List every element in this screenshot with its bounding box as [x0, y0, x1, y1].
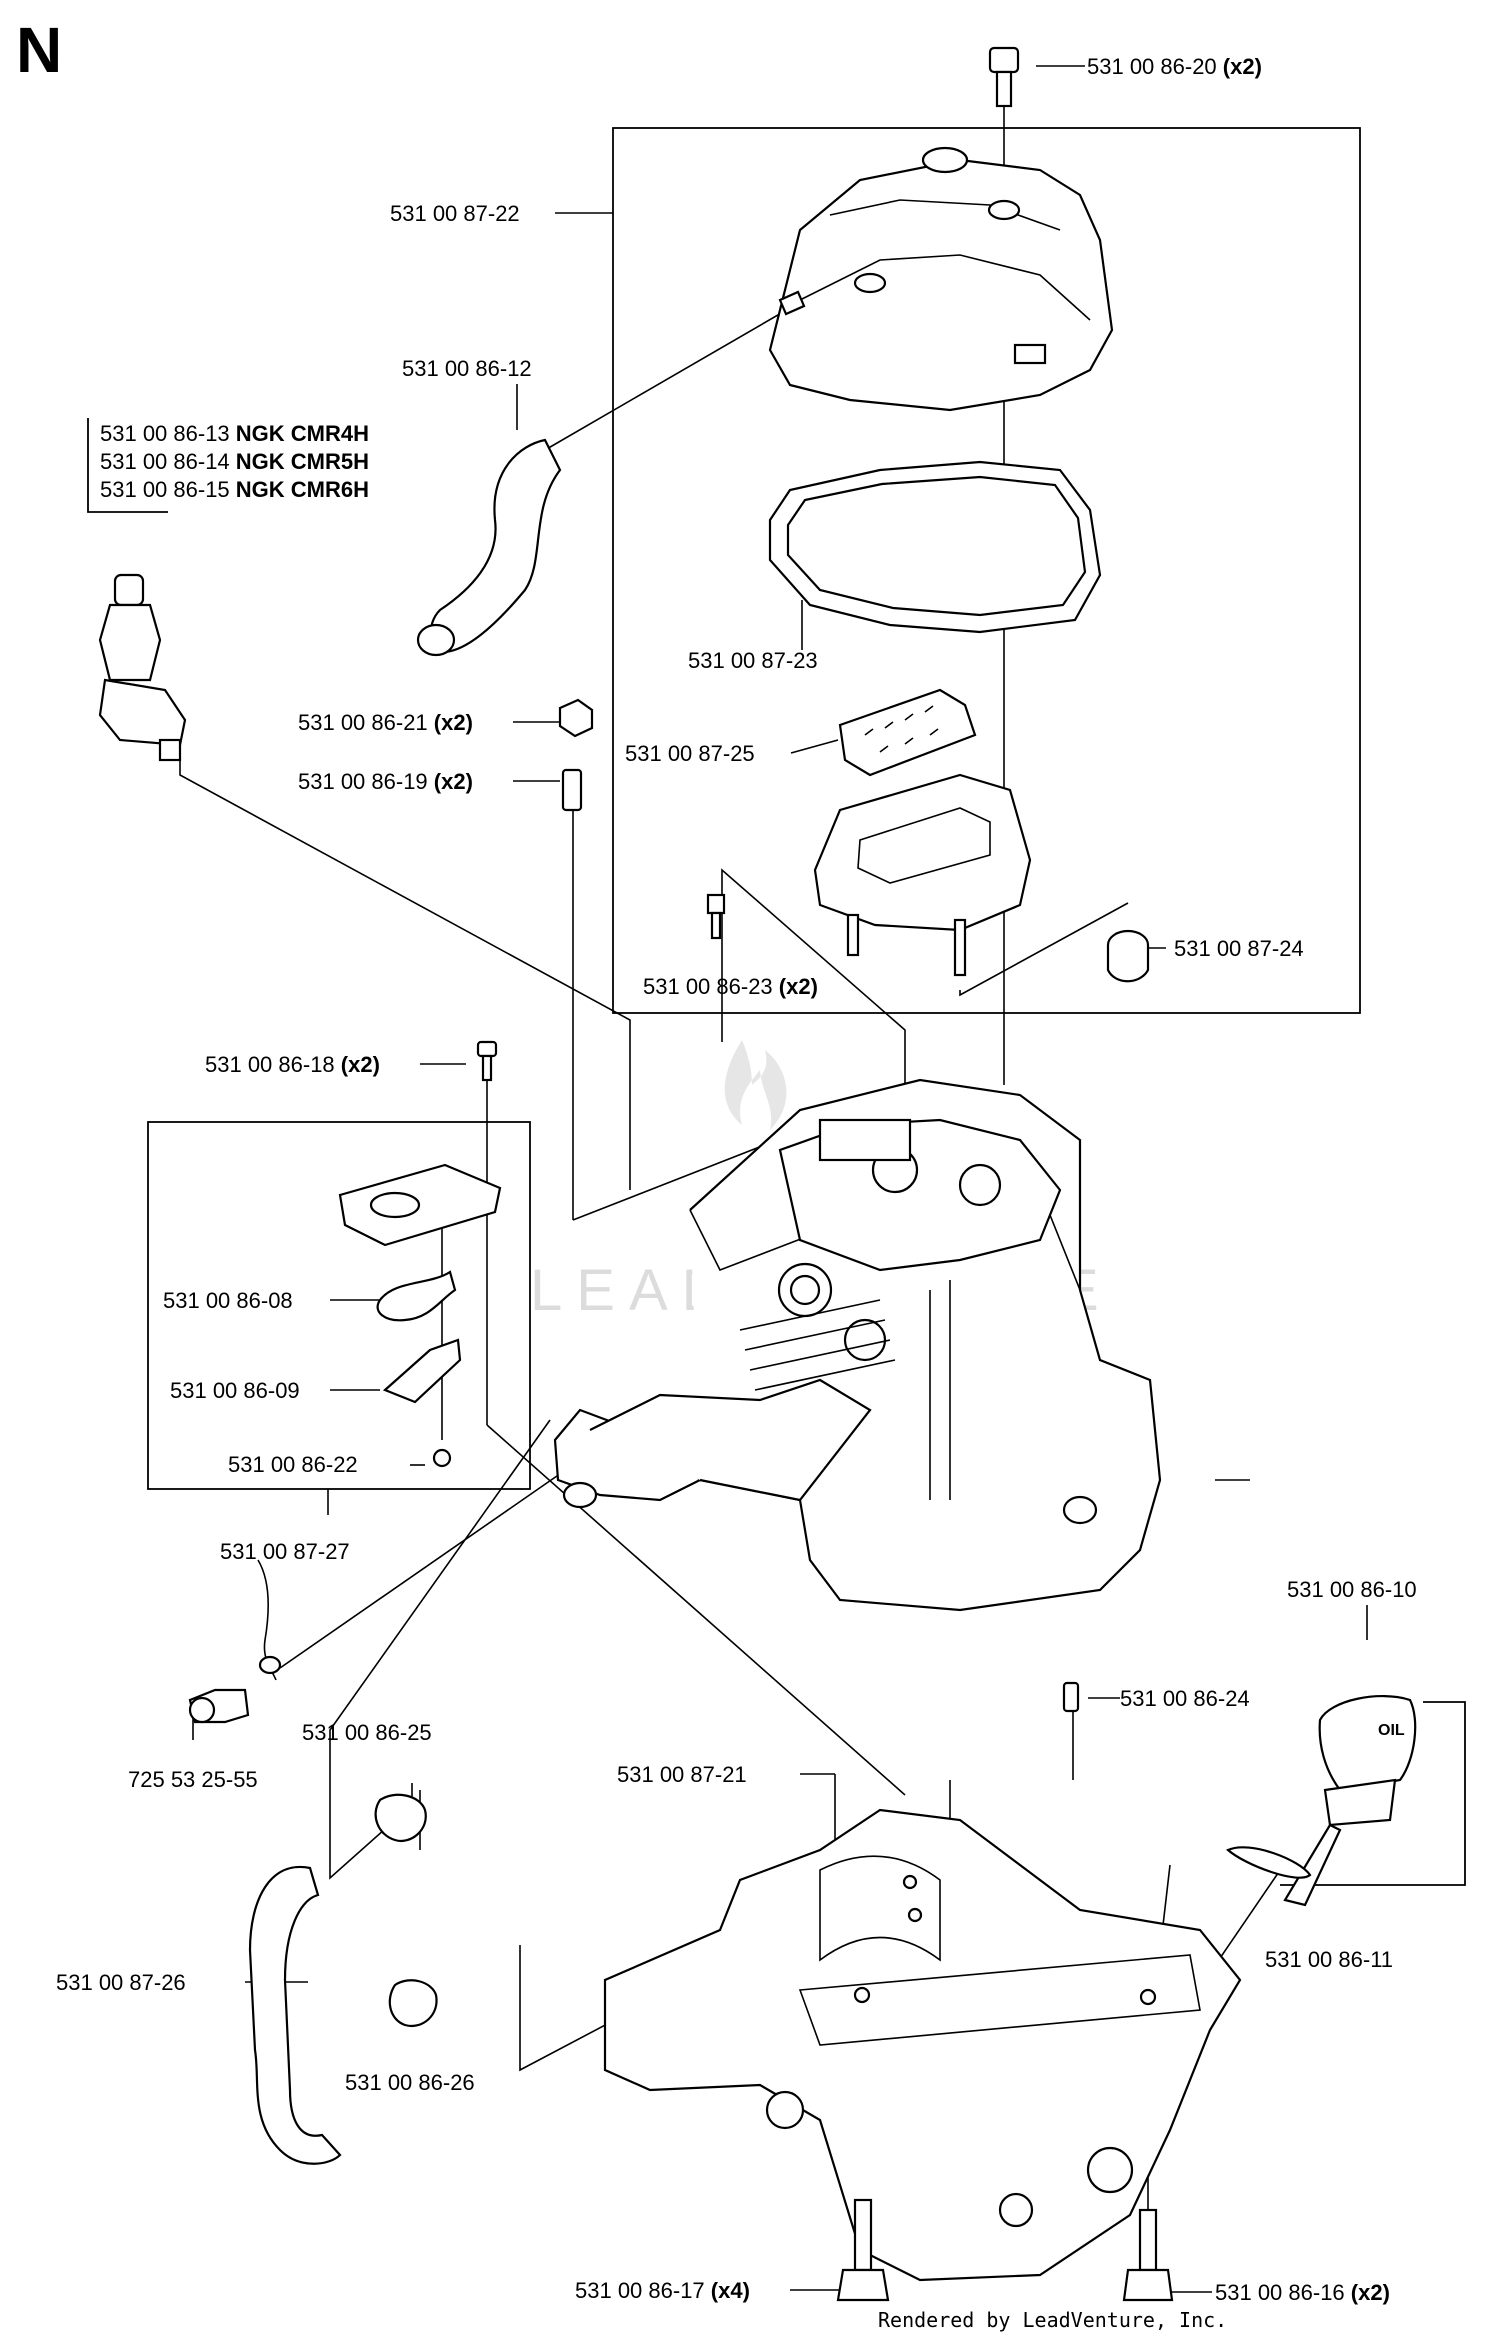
callout-531-00-86-09: 531 00 86-09	[170, 1378, 300, 1403]
callout-531-00-87-25: 531 00 87-25	[625, 741, 755, 766]
nut-and-studs	[558, 698, 1150, 983]
callout-531-00-86-21: 531 00 86-21 (x2)	[298, 710, 473, 735]
oil-cap-marking: OIL	[1378, 1722, 1405, 1739]
callout-531-00-87-24: 531 00 87-24	[1174, 936, 1304, 961]
crankcase	[603, 1808, 1242, 2282]
callout-531-00-86-16: 531 00 86-16 (x2)	[1215, 2280, 1390, 2305]
callout-531-00-86-08: 531 00 86-08	[163, 1288, 293, 1313]
section-letter: N	[16, 14, 62, 86]
breather-plate	[838, 688, 977, 777]
callout-531-00-86-19: 531 00 86-19 (x2)	[298, 769, 473, 794]
oil-cap-bracket	[1280, 1701, 1466, 1886]
callout-labels: 531 00 86-20 (x2) 531 00 87-22 531 00 86…	[56, 54, 1417, 2305]
callout-531-00-87-26: 531 00 87-26	[56, 1970, 186, 1995]
hose-and-clamps	[248, 1793, 438, 2165]
breather-hose	[416, 438, 562, 657]
callout-531-00-87-22: 531 00 87-22	[390, 201, 520, 226]
callout-531-00-86-14: 531 00 86-14 NGK CMR5H	[100, 449, 369, 474]
valve-cover-group-box	[612, 127, 1361, 1014]
callout-531-00-87-21: 531 00 87-21	[617, 1762, 747, 1787]
callout-531-00-86-17: 531 00 86-17 (x4)	[575, 2278, 750, 2303]
callout-725-53-25-55: 725 53 25-55	[128, 1767, 258, 1792]
oil-filler-cap: OIL	[1225, 1694, 1417, 1907]
ground-wire-screw	[188, 1559, 282, 1724]
callout-531-00-86-26: 531 00 86-26	[345, 2070, 475, 2095]
callout-531-00-86-22: 531 00 86-22	[228, 1452, 358, 1477]
callout-531-00-87-27: 531 00 87-27	[220, 1539, 350, 1564]
cylinder-assembly	[553, 1078, 1162, 1612]
callout-531-00-86-11: 531 00 86-11	[1265, 1947, 1393, 1972]
spark-plug	[98, 573, 187, 762]
breather-housing	[813, 773, 1032, 977]
intake-parts	[338, 1040, 502, 1468]
crankcase-bolts	[836, 1681, 1174, 2302]
valve-cover	[768, 146, 1114, 412]
callout-531-00-86-18: 531 00 86-18 (x2)	[205, 1052, 380, 1077]
intake-group-box	[147, 1121, 531, 1490]
callout-531-00-86-15: 531 00 86-15 NGK CMR6H	[100, 477, 369, 502]
callout-531-00-86-25: 531 00 86-25	[302, 1720, 432, 1745]
watermark-flame-icon	[724, 1040, 787, 1130]
callout-531-00-86-12: 531 00 86-12	[402, 356, 532, 381]
callout-531-00-86-23: 531 00 86-23 (x2)	[643, 974, 818, 999]
spark-plug-bracket	[87, 418, 168, 513]
callout-531-00-86-24: 531 00 86-24	[1120, 1686, 1250, 1711]
callout-531-00-86-10: 531 00 86-10	[1287, 1577, 1417, 1602]
callout-531-00-86-20: 531 00 86-20 (x2)	[1087, 54, 1262, 79]
cover-gasket	[768, 460, 1102, 634]
footer-credit: Rendered by LeadVenture, Inc.	[878, 2308, 1227, 2332]
callout-531-00-86-13: 531 00 86-13 NGK CMR4H	[100, 421, 369, 446]
callout-531-00-87-23: 531 00 87-23	[688, 648, 818, 673]
cover-screw	[988, 46, 1020, 108]
